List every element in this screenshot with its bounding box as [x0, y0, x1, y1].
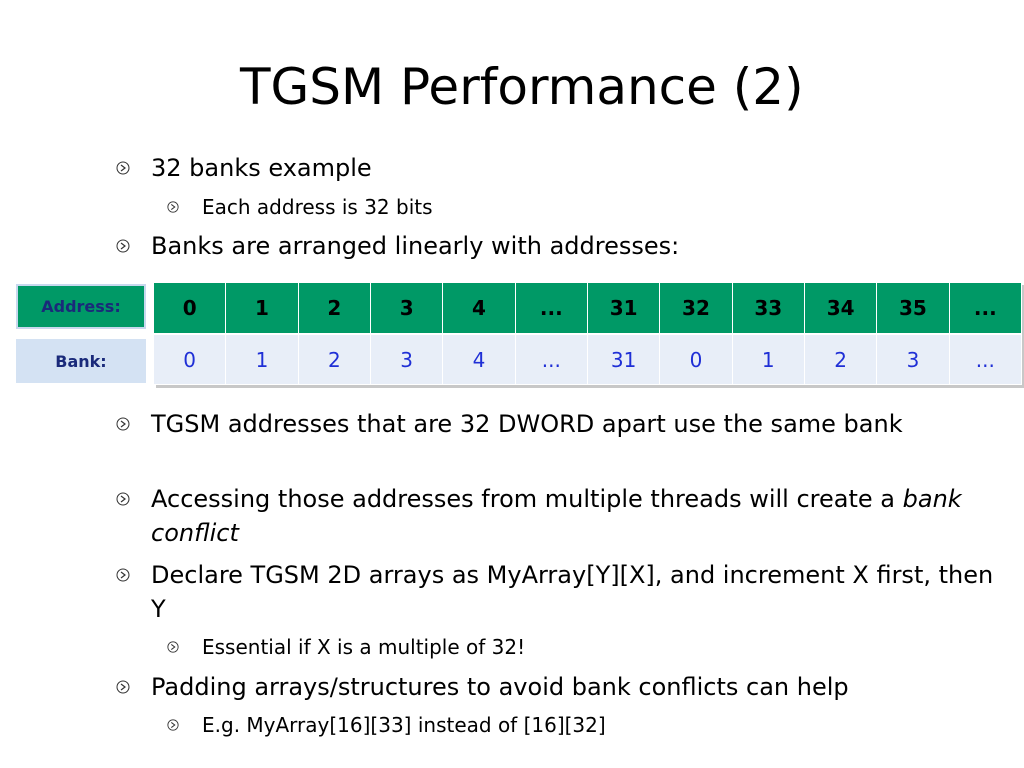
slide-title: TGSM Performance (2) — [240, 58, 804, 116]
bullet-text: Accessing those addresses from multiple … — [151, 482, 1011, 550]
bullet-icon — [114, 482, 132, 516]
bank-cell: 2 — [297, 333, 371, 385]
bullet-text: E.g. MyArray[16][33] instead of [16][32] — [202, 713, 606, 737]
address-row: 0 1 2 3 4 ... 31 32 33 34 35 ... — [152, 282, 1022, 335]
bullet-icon — [165, 710, 181, 740]
bullet-text-plain: Accessing those addresses from multiple … — [151, 485, 903, 513]
bullet-declare-arrays: Declare TGSM 2D arrays as MyArray[Y][X],… — [114, 558, 1011, 626]
bank-cell: 3 — [876, 333, 950, 385]
bank-conflict-term: bank conflict — [151, 485, 962, 547]
address-row-label: Address: — [16, 284, 146, 329]
address-cell: 31 — [586, 282, 661, 335]
address-bank-table: 0 1 2 3 4 ... 31 32 33 34 35 ... 0 1 2 3… — [152, 282, 1022, 385]
address-cell: 0 — [152, 282, 227, 335]
bullet-same-bank: TGSM addresses that are 32 DWORD apart u… — [114, 407, 1011, 441]
address-cell: 4 — [442, 282, 516, 335]
bullet-32-banks: 32 banks example — [114, 151, 372, 185]
bank-cell: ... — [948, 333, 1022, 385]
bank-cell: 3 — [369, 333, 444, 385]
address-cell: 34 — [803, 282, 878, 335]
address-cell: 3 — [369, 282, 444, 335]
bank-cell: 1 — [225, 333, 299, 385]
bullet-text: Declare TGSM 2D arrays as MyArray[Y][X],… — [151, 561, 994, 623]
bullet-text: TGSM addresses that are 32 DWORD apart u… — [151, 410, 903, 438]
address-cell: ... — [514, 282, 588, 335]
bullet-padding-arrays: Padding arrays/structures to avoid bank … — [114, 670, 849, 704]
sub-bullet-multiple-of-32: Essential if X is a multiple of 32! — [165, 632, 525, 662]
bank-cell: 1 — [731, 333, 805, 385]
bullet-icon — [114, 558, 132, 592]
bank-row: 0 1 2 3 4 ... 31 0 1 2 3 ... — [152, 333, 1022, 385]
address-cell: 1 — [225, 282, 299, 335]
bank-cell: 31 — [586, 333, 661, 385]
bullet-icon — [165, 632, 181, 662]
bank-cell: ... — [514, 333, 588, 385]
address-cell: 33 — [731, 282, 805, 335]
bullet-banks-arranged: Banks are arranged linearly with address… — [114, 229, 679, 263]
bullet-icon — [114, 151, 132, 185]
sub-bullet-example: E.g. MyArray[16][33] instead of [16][32] — [165, 710, 606, 740]
bullet-bank-conflict: Accessing those addresses from multiple … — [114, 482, 1011, 550]
bank-cell: 0 — [152, 333, 227, 385]
bullet-text: Padding arrays/structures to avoid bank … — [151, 673, 849, 701]
bullet-icon — [114, 407, 132, 441]
bullet-icon — [114, 229, 132, 263]
bullet-text: Banks are arranged linearly with address… — [151, 232, 680, 260]
bank-row-label: Bank: — [16, 339, 146, 383]
bullet-text: 32 banks example — [151, 154, 372, 182]
address-cell: 32 — [659, 282, 733, 335]
bullet-text: Each address is 32 bits — [202, 195, 433, 219]
bullet-icon — [114, 670, 132, 704]
bank-cell: 0 — [659, 333, 733, 385]
address-cell: 2 — [297, 282, 371, 335]
bank-cell: 2 — [803, 333, 878, 385]
bullet-icon — [165, 192, 181, 222]
sub-bullet-address-bits: Each address is 32 bits — [165, 192, 433, 222]
bank-cell: 4 — [442, 333, 516, 385]
bullet-text: Essential if X is a multiple of 32! — [202, 635, 526, 659]
address-cell: ... — [948, 282, 1022, 335]
address-cell: 35 — [876, 282, 950, 335]
